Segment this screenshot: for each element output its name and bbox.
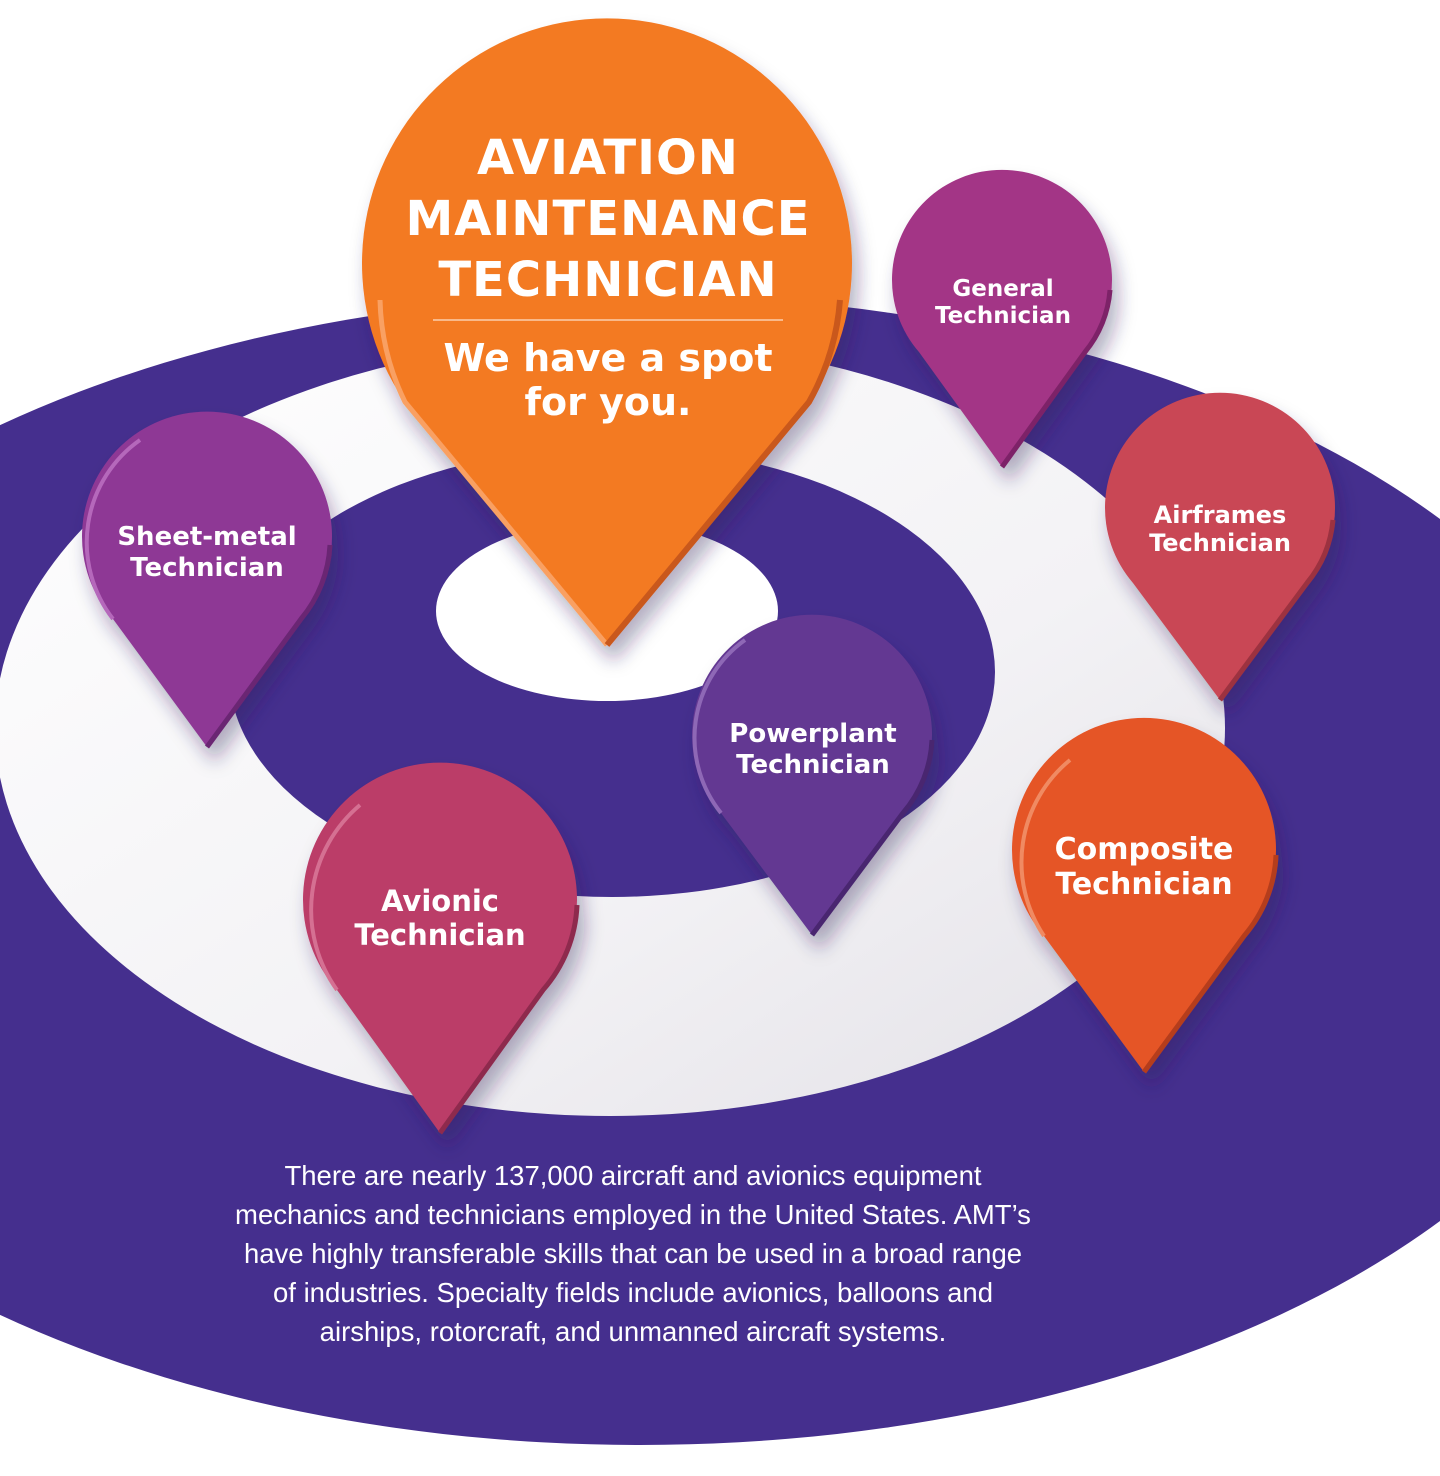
pin-composite-label[interactable]: Composite Technician <box>1055 832 1234 903</box>
pin-general-label[interactable]: General Technician <box>935 276 1071 330</box>
pin-avionic[interactable] <box>303 762 580 1135</box>
pin-general[interactable] <box>892 169 1113 469</box>
pin-label-line: General <box>952 276 1054 302</box>
pin-label-line: Technician <box>1149 529 1291 558</box>
pin-label-line: Technician <box>1055 867 1233 903</box>
pin-label-line: Technician <box>935 303 1071 330</box>
pin-avionic-label[interactable]: Avionic Technician <box>354 884 525 952</box>
description-line: have highly transferable skills that can… <box>243 1238 1023 1269</box>
description-paragraph: There are nearly 137,000 aircraft and av… <box>153 1156 1113 1351</box>
description-line: airships, rotorcraft, and unmanned aircr… <box>319 1316 947 1347</box>
main-pin-subtitle: We have a spot for you. <box>418 336 798 424</box>
main-title-line: TECHNICIAN <box>438 252 778 308</box>
pin-sheet-metal-label[interactable]: Sheet-metal Technician <box>117 522 296 583</box>
pin-airframes-label[interactable]: Airframes Technician <box>1149 501 1291 558</box>
pin-powerplant-label[interactable]: Powerplant Technician <box>729 719 896 780</box>
main-pin <box>362 18 853 647</box>
main-pin-title: AVIATION MAINTENANCE TECHNICIAN <box>398 128 818 311</box>
main-title-line: MAINTENANCE <box>405 191 811 247</box>
pin-label-line: Powerplant <box>729 719 897 749</box>
pin-label-line: Sheet-metal <box>117 522 297 552</box>
main-pin-divider <box>433 319 783 321</box>
main-subtitle-line: We have a spot <box>443 336 773 380</box>
pin-sheet-metal[interactable] <box>82 411 333 749</box>
description-line: mechanics and technicians employed in th… <box>235 1199 1031 1230</box>
pin-label-line: Technician <box>736 749 890 780</box>
main-title-line: AVIATION <box>477 130 739 186</box>
pin-airframes[interactable] <box>1105 392 1336 702</box>
pin-powerplant[interactable] <box>692 614 935 937</box>
main-subtitle-line: for you. <box>524 380 692 424</box>
pin-label-line: Airframes <box>1153 501 1287 529</box>
pin-label-line: Technician <box>130 552 284 583</box>
pin-label-line: Avionic <box>381 884 499 918</box>
pin-label-line: Composite <box>1054 832 1234 867</box>
pin-label-line: Technician <box>354 918 526 953</box>
pin-composite[interactable] <box>1012 717 1279 1074</box>
description-line: There are nearly 137,000 aircraft and av… <box>284 1160 982 1191</box>
description-line: of industries. Specialty fields include … <box>273 1277 993 1308</box>
